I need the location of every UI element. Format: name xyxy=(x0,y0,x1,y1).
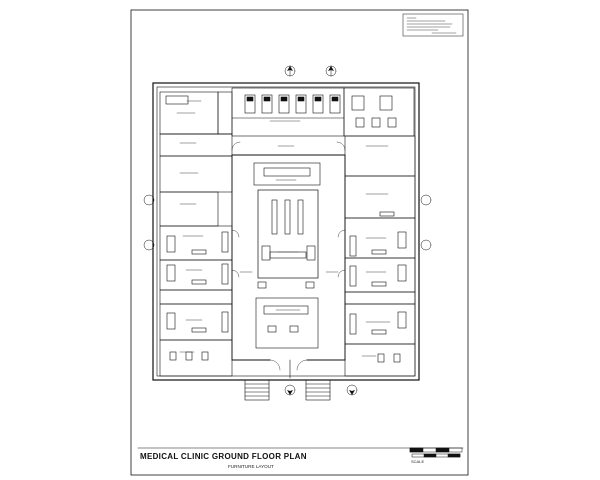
section-marker-icon xyxy=(143,65,432,396)
north-arrow-icon xyxy=(287,66,355,395)
rooms-top-left xyxy=(159,91,233,193)
right-wing-rooms xyxy=(344,211,416,377)
central-furniture xyxy=(255,167,319,349)
left-wing-rooms xyxy=(159,191,233,377)
ward-beds-top xyxy=(231,87,345,137)
sheet-border xyxy=(130,9,469,476)
drawing-subtitle: FURNITURE LAYOUT xyxy=(228,464,274,469)
room-label-marks xyxy=(176,100,391,357)
rooms-top-right xyxy=(343,87,416,219)
scale-bar-icon xyxy=(409,447,463,458)
drawing-title: MEDICAL CLINIC GROUND FLOOR PLAN xyxy=(140,452,307,461)
door-swings xyxy=(231,141,346,371)
central-hall xyxy=(231,154,346,361)
building-outline xyxy=(152,82,420,381)
entrance-stairs xyxy=(244,359,331,401)
notes-box xyxy=(402,13,464,37)
scale-label: SCALE xyxy=(411,459,425,464)
